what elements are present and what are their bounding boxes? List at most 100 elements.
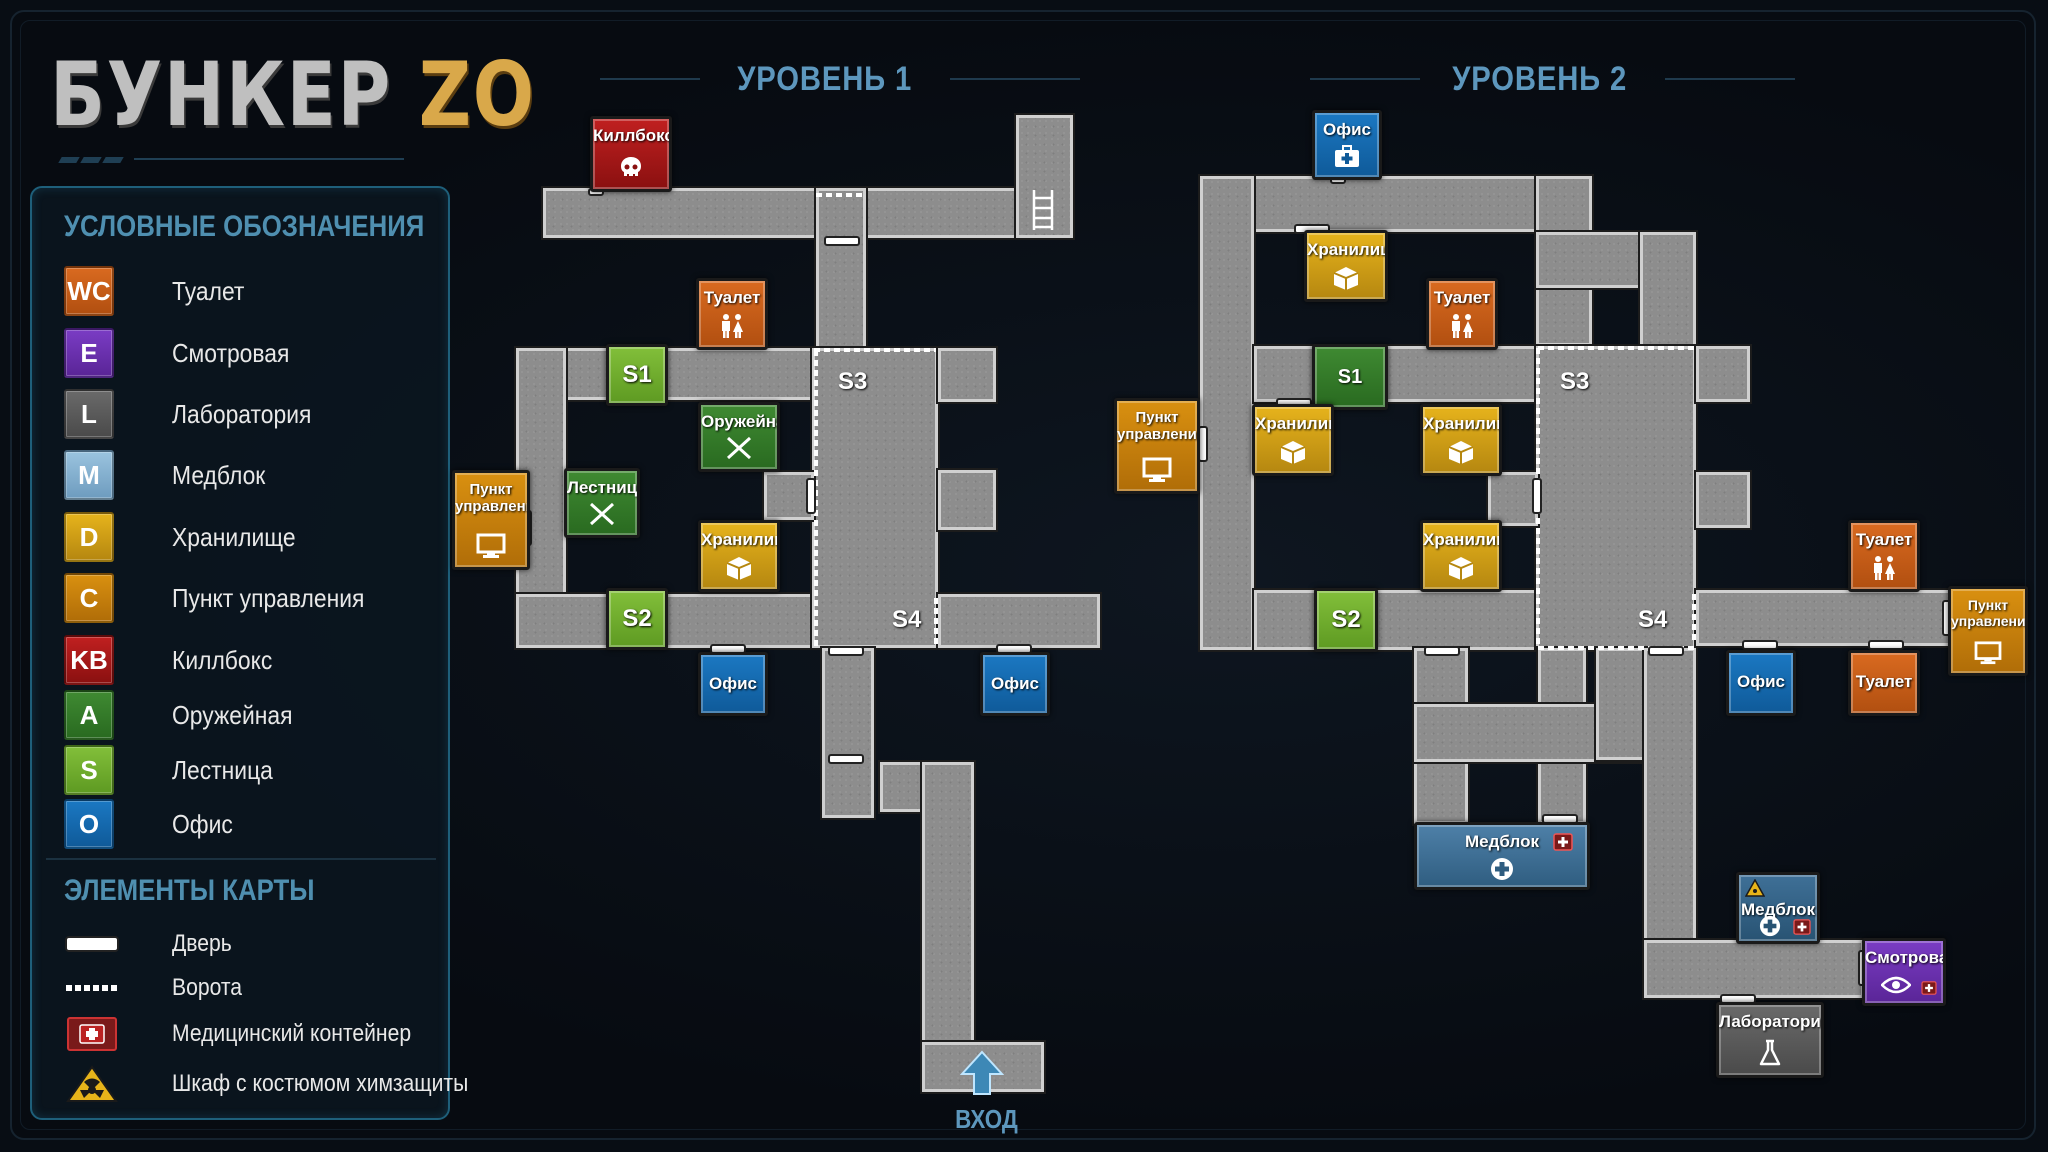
l1-stairs-s2[interactable]: S2 (606, 588, 668, 650)
l2-door-toilet-right2[interactable] (1868, 640, 1904, 650)
legend-separator (46, 858, 436, 860)
l2-room-storage-mid[interactable]: Хранилище (1420, 404, 1502, 476)
medical-cross-icon (1760, 915, 1781, 937)
l1-door-south-2[interactable] (828, 754, 864, 764)
legend-element-label-hazmat: Шкаф с костюмом химзащиты (172, 1070, 469, 1097)
l1-room-office-left-label: Офис (708, 674, 757, 693)
l2-room-storage-mid-label: Хранилище (1423, 414, 1499, 433)
hazmat-icon (66, 1065, 118, 1102)
l2-room-control-left-line1: Пункт (1135, 409, 1179, 426)
medical-container-icon (1793, 919, 1811, 935)
legend-item-killbox: KB Киллбокс (64, 635, 434, 687)
entry-arrow-icon[interactable] (960, 1050, 1004, 1096)
l2-room-control-left-line2: управления (1117, 426, 1200, 443)
legend-item-armory: A Оружейная (64, 690, 434, 742)
level1-title-text: УРОВЕНЬ 1 (737, 60, 913, 98)
l1-room-armory[interactable]: Оружейная (698, 402, 780, 472)
l2-zone-s4: S4 (1638, 606, 1668, 633)
door-icon (65, 936, 119, 952)
l1-room-control-line2: управления (455, 498, 527, 515)
l2-room-storage-left-label: Хранилище (1255, 414, 1331, 433)
legend-badge-armory: A (64, 690, 114, 740)
l2-room-observation[interactable]: Смотровая (1862, 938, 1946, 1006)
level2-title-text: УРОВЕНЬ 2 (1452, 60, 1628, 98)
l2-room-office-bottom[interactable]: Офис (1726, 650, 1796, 716)
l2-hall-central (1536, 346, 1696, 650)
l2-room-storage-left[interactable]: Хранилище (1252, 404, 1334, 476)
l1-corridor-top-vertical (816, 188, 866, 358)
l1-stairs-s2-label: S2 (622, 605, 652, 632)
l2-room-medblock-big-label: Медблок (1465, 832, 1539, 851)
l1-room-toilet[interactable]: Туалет (696, 278, 768, 350)
l1-door-south[interactable] (828, 646, 864, 656)
l1-gate-east (934, 598, 938, 646)
legend-element-medical: Медицинский контейнер (64, 1014, 444, 1058)
l2-door-hall-west[interactable] (1532, 478, 1542, 514)
monitor-icon (1142, 457, 1172, 482)
legend-label-armory: Оружейная (172, 700, 293, 730)
l1-stairs-s1[interactable]: S1 (606, 344, 668, 406)
l1-door-top[interactable] (824, 236, 860, 246)
l1-room-killbox[interactable]: Киллбокс (590, 116, 672, 192)
l2-room-toilet-right1-label: Туалет (1855, 530, 1913, 549)
l1-room-killbox-label: Киллбокс (593, 126, 672, 145)
l1-gate-central-west (814, 350, 818, 646)
l2-room-office-top-label: Офис (1322, 120, 1371, 139)
l1-corridor-south (822, 648, 874, 818)
l2-room-control-right-line1: Пункт (1967, 597, 2009, 613)
l2-room-toilet-right2-label: Туалет (1855, 672, 1913, 691)
l2-room-laboratory[interactable]: Лаборатория (1716, 1002, 1824, 1078)
l1-room-storage[interactable]: Хранилище (698, 520, 780, 592)
l2-room-toilet-right1[interactable]: Туалет (1848, 520, 1920, 592)
l2-corridor-east (1696, 590, 1952, 646)
l2-stairs-s1[interactable]: S1 (1312, 344, 1388, 410)
l2-door-south-1[interactable] (1424, 646, 1460, 656)
l1-stairs-s1-label: S1 (622, 361, 652, 388)
l2-room-toilet-top[interactable]: Туалет (1426, 278, 1498, 350)
l2-hall-west-stub (1488, 472, 1538, 526)
legend-element-label-door: Дверь (172, 930, 232, 957)
box-icon (1333, 267, 1359, 290)
l2-room-office-top[interactable]: Офис (1312, 110, 1382, 180)
l1-corridor-to-entry (922, 762, 974, 1092)
l2-room-medblock-big[interactable]: Медблок (1414, 822, 1590, 890)
l2-door-office-bottom[interactable] (1742, 640, 1778, 650)
l2-stairs-s1-label: S1 (1337, 366, 1363, 388)
legend-label-laboratory: Лаборатория (172, 399, 312, 429)
medical-cross-icon (1491, 858, 1513, 880)
legend-element-door: Дверь (64, 924, 444, 968)
l2-stairs-s2[interactable]: S2 (1314, 588, 1378, 652)
l1-door-west[interactable] (806, 478, 816, 514)
legend-label-medblock: Медблок (172, 460, 266, 490)
l1-room-armory-label: Оружейная (701, 412, 777, 431)
l2-room-control-right-line2: управления (1951, 613, 2028, 629)
toilet-people-icon (1452, 314, 1473, 338)
medical-container-icon (1921, 981, 1937, 995)
l1-room-office-left[interactable]: Офис (698, 652, 768, 716)
medical-container-icon (1553, 833, 1573, 851)
l1-hall-east (938, 594, 1100, 648)
legend-item-office: O Офис (64, 799, 434, 851)
l1-room-office-right[interactable]: Офис (980, 652, 1050, 716)
level1-header-line-left (600, 78, 700, 80)
l2-door-south-2[interactable] (1648, 646, 1684, 656)
l2-gate-central-south (1538, 646, 1694, 650)
legend-item-stairs: S Лестница (64, 745, 434, 797)
legend-element-gate: Ворота (64, 968, 444, 1012)
l2-room-toilet-right2[interactable]: Туалет (1848, 650, 1920, 716)
l2-room-medblock-small[interactable]: Медблок (1736, 872, 1820, 944)
l2-room-storage-top[interactable]: Хранилище (1304, 230, 1388, 302)
l1-zone-s4: S4 (892, 606, 922, 633)
legend-panel: УСЛОВНЫЕ ОБОЗНАЧЕНИЯ WC Туалет E Смотров… (30, 186, 468, 1120)
legend-label-killbox: Киллбокс (172, 645, 273, 675)
l1-room-stairs-armory[interactable]: Лестница (564, 468, 640, 538)
l2-zone-s3: S3 (1560, 368, 1590, 395)
l2-room-storage-lower[interactable]: Хранилище (1420, 520, 1502, 592)
l2-room-laboratory-label: Лаборатория (1719, 1012, 1824, 1031)
